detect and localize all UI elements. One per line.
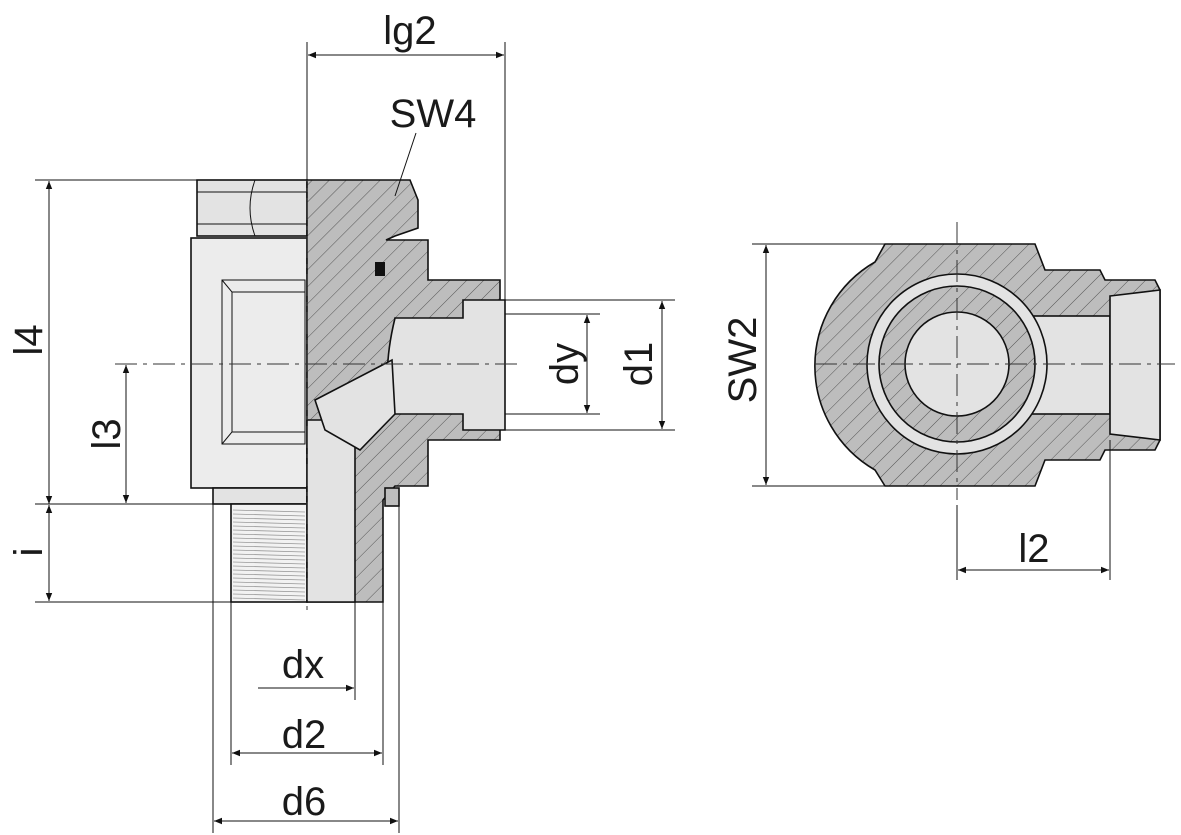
dimension-dy: dy <box>505 313 600 415</box>
label-dx: dx <box>282 643 324 687</box>
dimension-sw4: SW4 <box>390 92 477 197</box>
body-exterior <box>190 237 308 489</box>
thread-line <box>232 533 306 537</box>
dimension-l2: l2 <box>956 440 1111 580</box>
thread-line <box>232 529 306 533</box>
thread-line <box>232 557 306 561</box>
label-d1: d1 <box>617 342 661 387</box>
threaded-stem <box>212 487 308 603</box>
thread-line <box>232 553 306 557</box>
thread-line <box>232 573 306 577</box>
dimension-d1: d1 <box>505 299 675 431</box>
thread-line <box>232 585 306 589</box>
label-sw2: SW2 <box>721 317 765 404</box>
thread-line <box>232 537 306 541</box>
thread-line <box>232 593 306 597</box>
thread-line <box>232 509 306 513</box>
dimension-l4: l4 <box>7 179 231 603</box>
dimension-dx: dx <box>258 602 356 700</box>
dimension-d2: d2 <box>230 602 384 765</box>
thread-line <box>232 565 306 569</box>
dimension-i: i <box>7 503 213 601</box>
dimension-lg2: lg2 <box>306 9 506 300</box>
hex-nut-exterior <box>196 179 308 237</box>
label-l4: l4 <box>7 324 51 355</box>
dimension-d6: d6 <box>212 504 400 833</box>
label-d6: d6 <box>282 780 327 824</box>
label-lg2: lg2 <box>383 9 436 53</box>
label-i: i <box>7 548 51 557</box>
dimension-sw2: SW2 <box>721 243 885 487</box>
top-view <box>814 222 1175 500</box>
thread-line <box>232 577 306 581</box>
thread-line <box>232 545 306 549</box>
thread-line <box>232 597 306 601</box>
body-section <box>306 179 506 603</box>
thread-line <box>232 569 306 573</box>
thread-line <box>232 525 306 529</box>
thread-line <box>232 521 306 525</box>
thread-line <box>232 541 306 545</box>
label-l2: l2 <box>1018 527 1049 571</box>
label-sw4: SW4 <box>390 92 477 136</box>
thread-line <box>232 589 306 593</box>
dimension-l3: l3 <box>85 365 130 503</box>
thread-line <box>232 549 306 553</box>
thread-line <box>232 517 306 521</box>
label-l3: l3 <box>85 418 129 449</box>
label-d2: d2 <box>282 713 327 757</box>
side-view <box>115 160 520 610</box>
thread-line <box>232 561 306 565</box>
thread-line <box>232 513 306 517</box>
thread-line <box>232 581 306 585</box>
label-dy: dy <box>543 343 587 385</box>
